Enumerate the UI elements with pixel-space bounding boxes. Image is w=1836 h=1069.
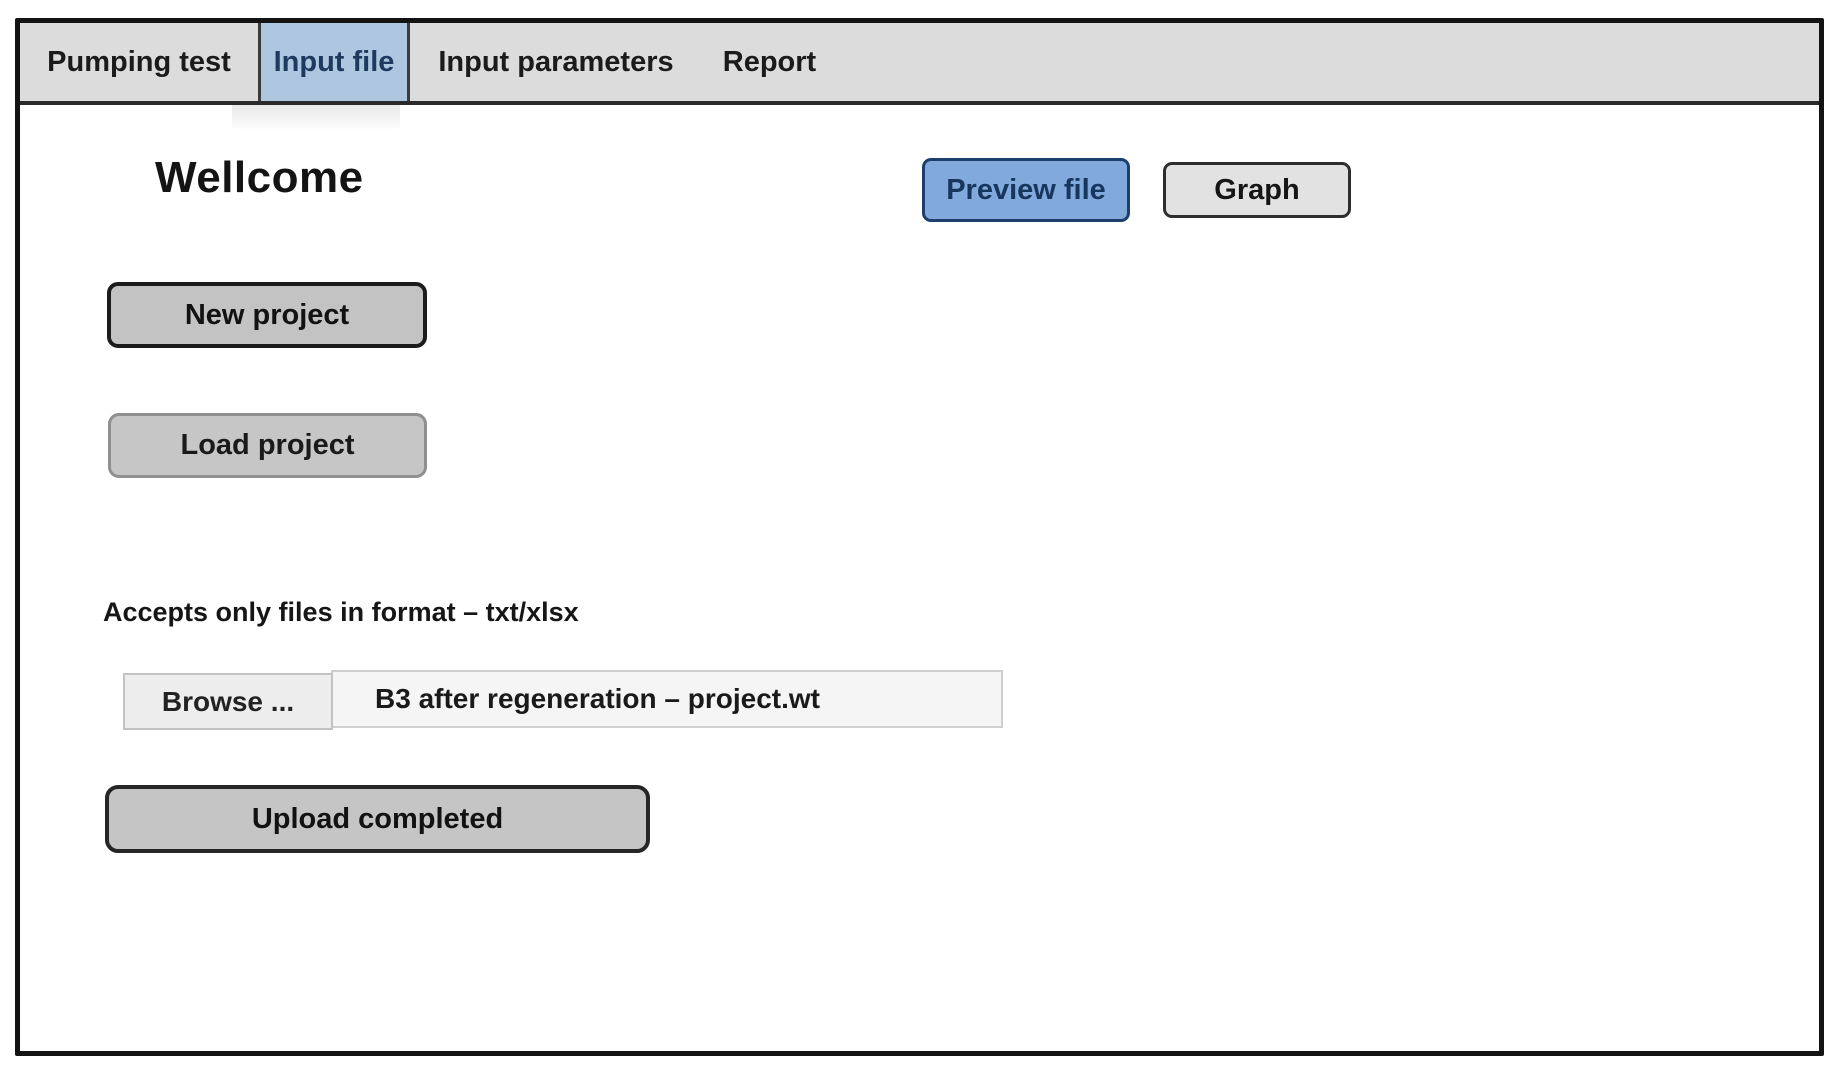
tab-input-parameters[interactable]: Input parameters xyxy=(438,45,674,78)
graph-button[interactable]: Graph xyxy=(1163,162,1351,218)
file-name-field[interactable]: B3 after regeneration – project.wt xyxy=(331,670,1003,728)
tab-pumping-test[interactable]: Pumping test xyxy=(47,45,231,78)
tab-bar: Pumping test Input file Input parameters… xyxy=(20,23,1819,105)
load-project-button[interactable]: Load project xyxy=(108,413,427,478)
upload-completed-button[interactable]: Upload completed xyxy=(105,785,650,853)
tab-report[interactable]: Report xyxy=(722,45,817,78)
active-tab-shadow xyxy=(232,105,400,131)
app-window: Pumping test Input file Input parameters… xyxy=(15,18,1824,1056)
file-format-note: Accepts only files in format – txt/xlsx xyxy=(103,597,579,627)
new-project-button[interactable]: New project xyxy=(107,282,427,348)
input-file-panel: Wellcome Preview file Graph New project … xyxy=(20,105,1819,1051)
tab-input-file[interactable]: Input file xyxy=(258,23,410,101)
welcome-heading: Wellcome xyxy=(155,153,364,202)
browse-button[interactable]: Browse ... xyxy=(123,673,333,730)
preview-file-button[interactable]: Preview file xyxy=(922,158,1130,222)
